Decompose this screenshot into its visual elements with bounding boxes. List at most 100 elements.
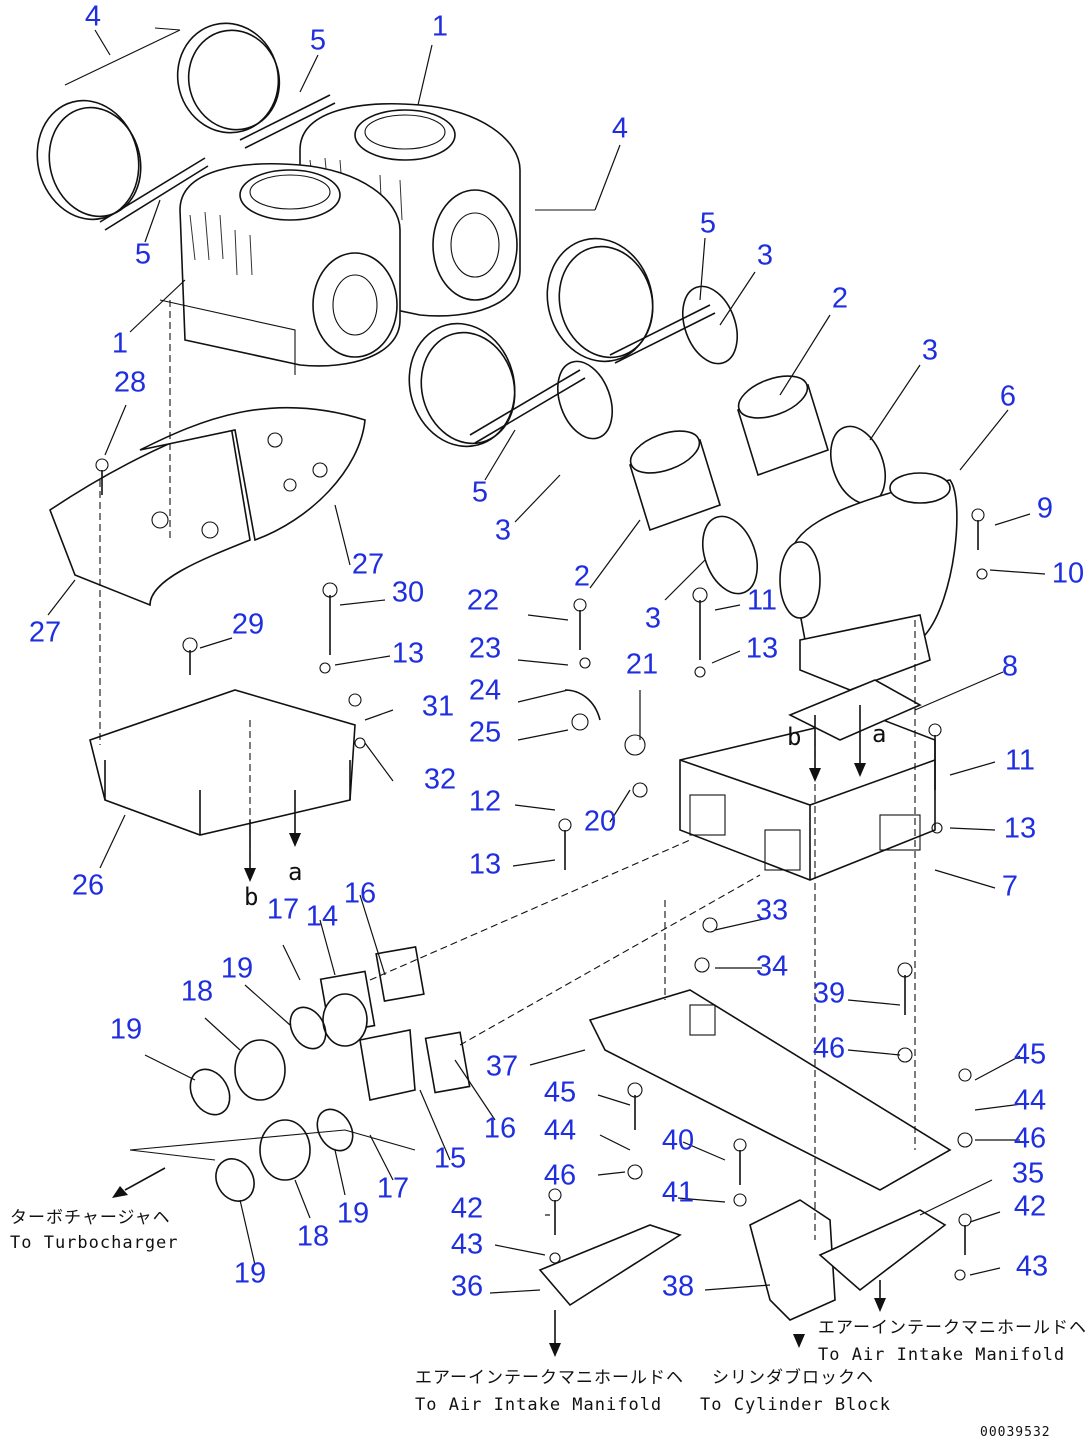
callout-45: 45 xyxy=(1014,1039,1046,1071)
callout-1: 1 xyxy=(112,328,128,360)
callout-5: 5 xyxy=(700,208,716,240)
destination-cylinder-block: シリンダブロックヘ To Cylinder Block xyxy=(700,1367,891,1415)
callout-29: 29 xyxy=(232,609,264,641)
dest-cylinder-jp: シリンダブロックヘ xyxy=(712,1367,874,1388)
ref-letter-b-left: b xyxy=(244,883,258,911)
callout-18: 18 xyxy=(297,1221,329,1253)
callout-3: 3 xyxy=(495,515,511,547)
callout-10: 10 xyxy=(1052,558,1084,590)
callout-11: 11 xyxy=(747,585,777,617)
callout-24: 24 xyxy=(469,675,501,707)
callout-37: 37 xyxy=(486,1051,518,1083)
callout-20: 20 xyxy=(584,806,616,838)
callout-16: 16 xyxy=(484,1113,516,1145)
pad-36 xyxy=(538,1224,682,1307)
band-bolts xyxy=(99,94,716,444)
callout-39: 39 xyxy=(813,978,845,1010)
callout-31: 31 xyxy=(422,691,454,723)
dest-cylinder-en: To Cylinder Block xyxy=(700,1395,891,1415)
drawing-code: 00039532 xyxy=(980,1425,1051,1440)
callout-4: 4 xyxy=(85,1,101,33)
dest-intake-right-jp: エアーインテークマニホールドヘ xyxy=(818,1318,1087,1338)
callout-35: 35 xyxy=(1012,1158,1044,1190)
callout-32: 32 xyxy=(424,764,456,796)
callout-44: 44 xyxy=(1014,1085,1046,1117)
callout-34: 34 xyxy=(756,951,788,983)
callout-27: 27 xyxy=(29,617,61,649)
callout-14: 14 xyxy=(306,901,338,933)
callout-43: 43 xyxy=(451,1229,483,1261)
callout-5: 5 xyxy=(472,477,488,509)
callout-25: 25 xyxy=(469,717,501,749)
dest-turbocharger-en: To Turbocharger xyxy=(10,1233,179,1253)
callout-27: 27 xyxy=(352,549,384,581)
callout-13: 13 xyxy=(392,638,424,670)
callout-26: 26 xyxy=(72,870,104,902)
callout-43: 43 xyxy=(1016,1251,1048,1283)
callout-12: 12 xyxy=(469,786,501,818)
callout-33: 33 xyxy=(756,895,788,927)
clamp-band-upper-left xyxy=(36,22,281,221)
callout-44: 44 xyxy=(544,1115,576,1147)
ref-letter-a-left: a xyxy=(288,858,302,886)
callout-22: 22 xyxy=(467,585,499,617)
dest-intake-right-en: To Air Intake Manifold xyxy=(818,1345,1065,1365)
pad-35 xyxy=(818,1209,947,1292)
small-fasteners xyxy=(95,458,988,1281)
callout-3: 3 xyxy=(922,335,938,367)
cover-plate-8 xyxy=(788,679,922,741)
destination-intake-left: エアーインテークマニホールドヘ To Air Intake Manifold xyxy=(415,1368,684,1415)
clamp-band-right xyxy=(408,237,654,448)
callout-7: 7 xyxy=(1002,871,1018,903)
callout-46: 46 xyxy=(544,1160,576,1192)
dest-intake-left-jp: エアーインテークマニホールドヘ xyxy=(415,1368,684,1388)
destination-intake-right: エアーインテークマニホールドヘ To Air Intake Manifold xyxy=(818,1318,1087,1365)
leader-lines xyxy=(47,29,1046,1294)
callout-19: 19 xyxy=(110,1014,142,1046)
callout-15: 15 xyxy=(434,1143,466,1175)
connector-elbow xyxy=(779,472,958,691)
callout-5: 5 xyxy=(310,25,326,57)
destination-turbocharger: ターボチャージャヘ To Turbocharger xyxy=(10,1208,179,1253)
callout-6: 6 xyxy=(1000,381,1016,413)
callout-4: 4 xyxy=(612,113,628,145)
base-plate-37 xyxy=(588,989,952,1191)
callout-46: 46 xyxy=(1014,1123,1046,1155)
ref-letter-a-right: a xyxy=(872,720,886,748)
support-38 xyxy=(749,1199,836,1321)
callout-8: 8 xyxy=(1002,651,1018,683)
ref-letter-b-right: b xyxy=(787,723,801,751)
callout-30: 30 xyxy=(392,577,424,609)
callout-46: 46 xyxy=(813,1033,845,1065)
callout-45: 45 xyxy=(544,1077,576,1109)
intake-block xyxy=(679,714,936,881)
callout-41: 41 xyxy=(662,1177,694,1209)
callout-2: 2 xyxy=(574,561,590,593)
callout-17: 17 xyxy=(377,1173,409,1205)
callout-19: 19 xyxy=(234,1258,266,1290)
alignment-lines xyxy=(64,27,916,1240)
callout-5: 5 xyxy=(135,239,151,271)
callout-13: 13 xyxy=(469,849,501,881)
callout-9: 9 xyxy=(1037,493,1053,525)
callout-28: 28 xyxy=(114,367,146,399)
callout-36: 36 xyxy=(451,1271,483,1303)
mounting-brackets xyxy=(49,406,366,607)
callout-3: 3 xyxy=(757,240,773,272)
callout-13: 13 xyxy=(746,633,778,665)
callout-1: 1 xyxy=(432,11,448,43)
callout-2: 2 xyxy=(832,283,848,315)
callout-11: 11 xyxy=(1005,745,1035,777)
callout-23: 23 xyxy=(469,633,501,665)
air-cleaner-front xyxy=(179,163,401,367)
callout-19: 19 xyxy=(337,1198,369,1230)
direction-arrows xyxy=(112,705,886,1357)
callout-17: 17 xyxy=(267,894,299,926)
dest-intake-left-en: To Air Intake Manifold xyxy=(415,1395,662,1415)
dest-turbocharger-jp: ターボチャージャヘ xyxy=(10,1208,171,1228)
callout-18: 18 xyxy=(181,976,213,1008)
callout-19: 19 xyxy=(221,953,253,985)
callout-40: 40 xyxy=(662,1125,694,1157)
